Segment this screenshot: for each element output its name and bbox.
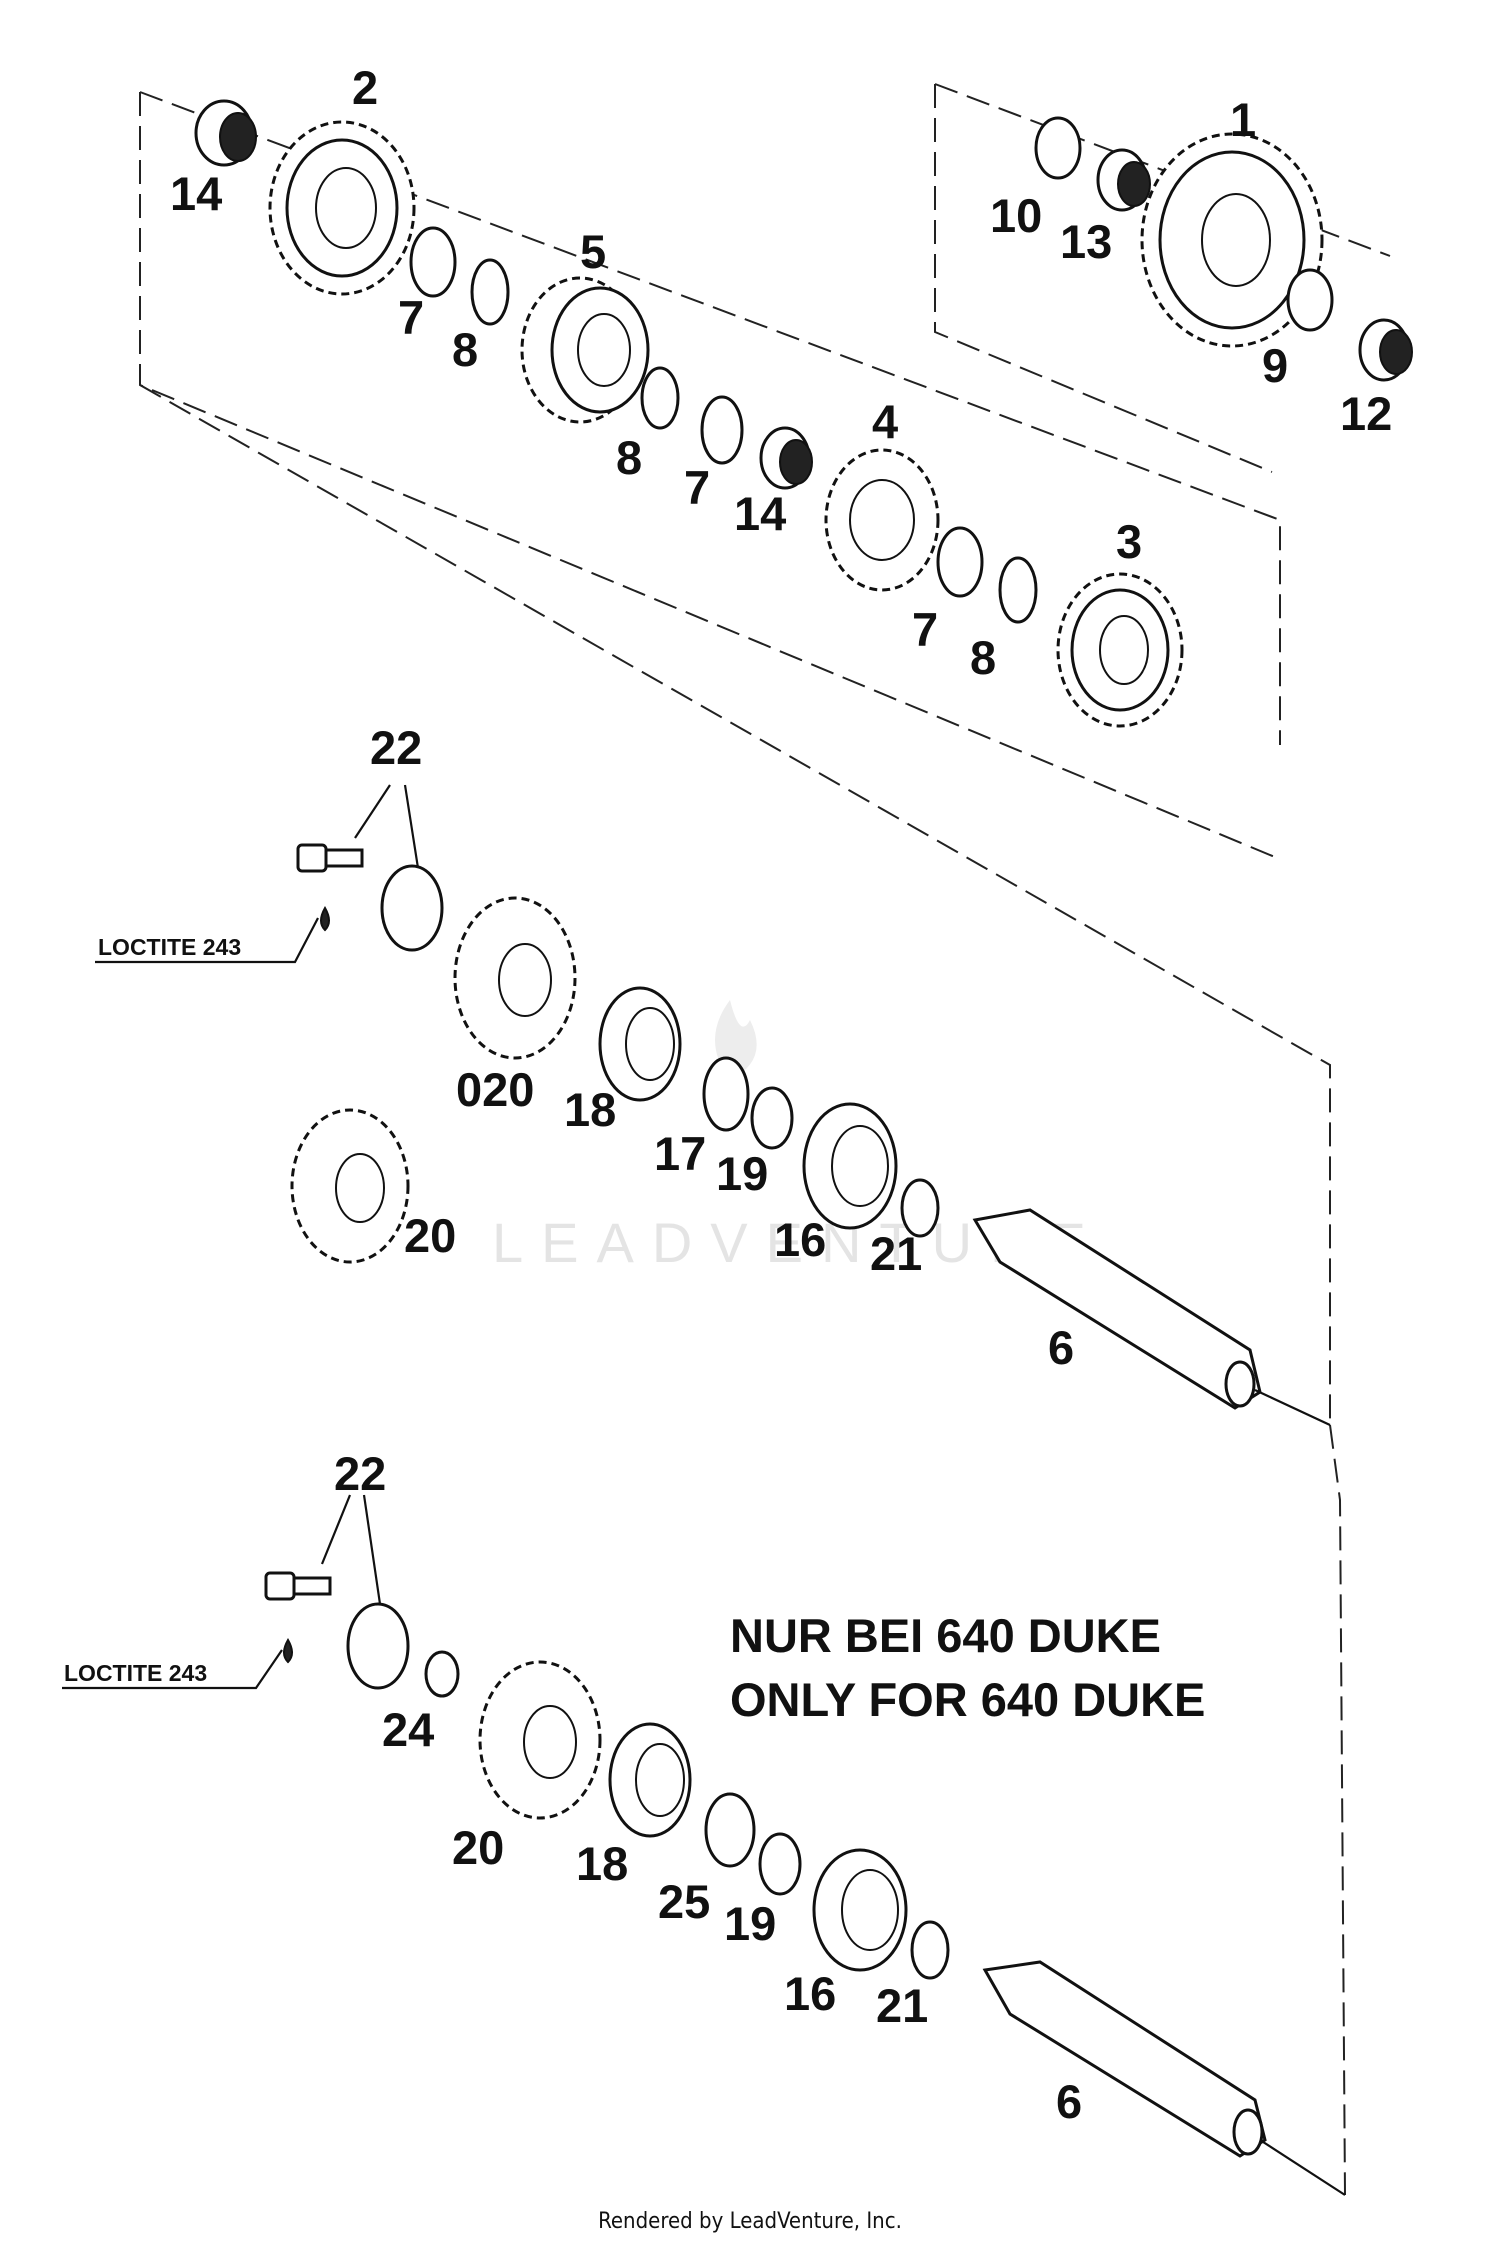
callout-number: 24: [382, 1703, 434, 1756]
callout-number: 5: [580, 225, 606, 278]
callout-number: 8: [616, 431, 642, 484]
callout-number: 18: [576, 1837, 628, 1890]
callout-number: 7: [398, 291, 424, 344]
gear-3: [1056, 572, 1184, 728]
callout-number: 19: [724, 1897, 776, 1950]
sprocket: [453, 896, 577, 1060]
callout-number: 14: [734, 487, 786, 540]
thrust-washer: [1034, 116, 1082, 180]
callout-number: 12: [1340, 387, 1392, 440]
ball-bearing: [802, 1102, 898, 1230]
bushing: [702, 1056, 750, 1132]
loctite-note: LOCTITE 243: [64, 1660, 207, 1686]
callout-number: 21: [876, 1979, 928, 2032]
o-ring: [758, 1832, 802, 1896]
callout-number: 20: [452, 1821, 504, 1874]
circlip: [640, 366, 680, 430]
washer: [346, 1602, 410, 1690]
oil-seal: [608, 1722, 692, 1838]
gear-1: [1140, 132, 1324, 348]
o-ring: [900, 1178, 940, 1238]
callout-number: 14: [170, 167, 222, 220]
loctite-drop: [320, 905, 330, 932]
thrust-washer: [1286, 268, 1334, 332]
callout-number: 22: [370, 721, 422, 774]
render-credit: Rendered by LeadVenture, Inc.: [598, 2209, 902, 2234]
callouts-middle: 22 020 18 17 19 16 21 20 6: [370, 721, 1074, 1374]
callout-number: 7: [684, 461, 710, 514]
output-shaft: [982, 1960, 1267, 2158]
gear-5: [520, 276, 650, 424]
callout-number: 7: [912, 603, 938, 656]
circlip: [998, 556, 1038, 624]
bolt: [296, 843, 364, 873]
callout-number: 25: [658, 1875, 710, 1928]
callout-number: 18: [564, 1083, 616, 1136]
loctite-drop: [283, 1637, 293, 1664]
model-note-de: NUR BEI 640 DUKE: [730, 1609, 1161, 1662]
sprocket: [290, 1108, 410, 1264]
callout-number: 8: [452, 323, 478, 376]
callout-number: 19: [716, 1147, 768, 1200]
callout-number: 13: [1060, 215, 1112, 268]
ring-washer: [936, 526, 984, 598]
circlip: [470, 258, 510, 326]
output-shaft: [972, 1208, 1262, 1410]
callout-number: 6: [1056, 2075, 1082, 2128]
callout-number: 2: [352, 61, 378, 114]
needle-bearing: [1096, 148, 1151, 212]
leader-lines: [62, 784, 420, 1690]
callout-number: 1: [1230, 93, 1256, 146]
callout-number: 22: [334, 1447, 386, 1500]
callout-number: 020: [456, 1063, 534, 1116]
small-washer: [424, 1650, 460, 1698]
callout-number: 21: [870, 1227, 922, 1280]
loctite-note: LOCTITE 243: [98, 934, 241, 960]
bottom-shaft-parts: [264, 1571, 1346, 2196]
callouts-bottom: 22 24 20 18 25 19 16 21 6: [334, 1447, 1082, 2128]
callout-number: 17: [654, 1127, 706, 1180]
needle-bearing: [759, 426, 813, 490]
callout-number: 20: [404, 1209, 456, 1262]
callout-number: 4: [872, 395, 898, 448]
bushing: [704, 1792, 756, 1868]
o-ring: [910, 1920, 950, 1980]
callout-number: 3: [1116, 515, 1142, 568]
model-note-en: ONLY FOR 640 DUKE: [730, 1673, 1205, 1726]
needle-bearing: [194, 99, 257, 167]
bolt: [264, 1571, 332, 1601]
o-ring: [750, 1086, 794, 1150]
callout-number: 16: [784, 1967, 836, 2020]
callout-number: 6: [1048, 1321, 1074, 1374]
callouts-top: 2 14 7 8 5 8 7 14 4 7 8 3 1 10 13 9 12: [170, 61, 1392, 684]
sprocket: [478, 1660, 602, 1820]
callout-number: 8: [970, 631, 996, 684]
washer: [380, 864, 444, 952]
ball-bearing: [812, 1848, 908, 1972]
gear-4: [824, 448, 940, 592]
top-shaft-parts: [194, 99, 1413, 728]
needle-bearing: [1358, 318, 1413, 382]
middle-shaft-parts: [290, 843, 1331, 1426]
dashed-boundaries: [139, 83, 1391, 2196]
callout-number: 9: [1262, 339, 1288, 392]
ring-washer: [409, 226, 457, 298]
oil-seal: [598, 986, 682, 1102]
callout-number: 10: [990, 189, 1042, 242]
gear-2: [268, 120, 416, 296]
ring-washer: [700, 395, 744, 465]
callout-number: 16: [774, 1213, 826, 1266]
